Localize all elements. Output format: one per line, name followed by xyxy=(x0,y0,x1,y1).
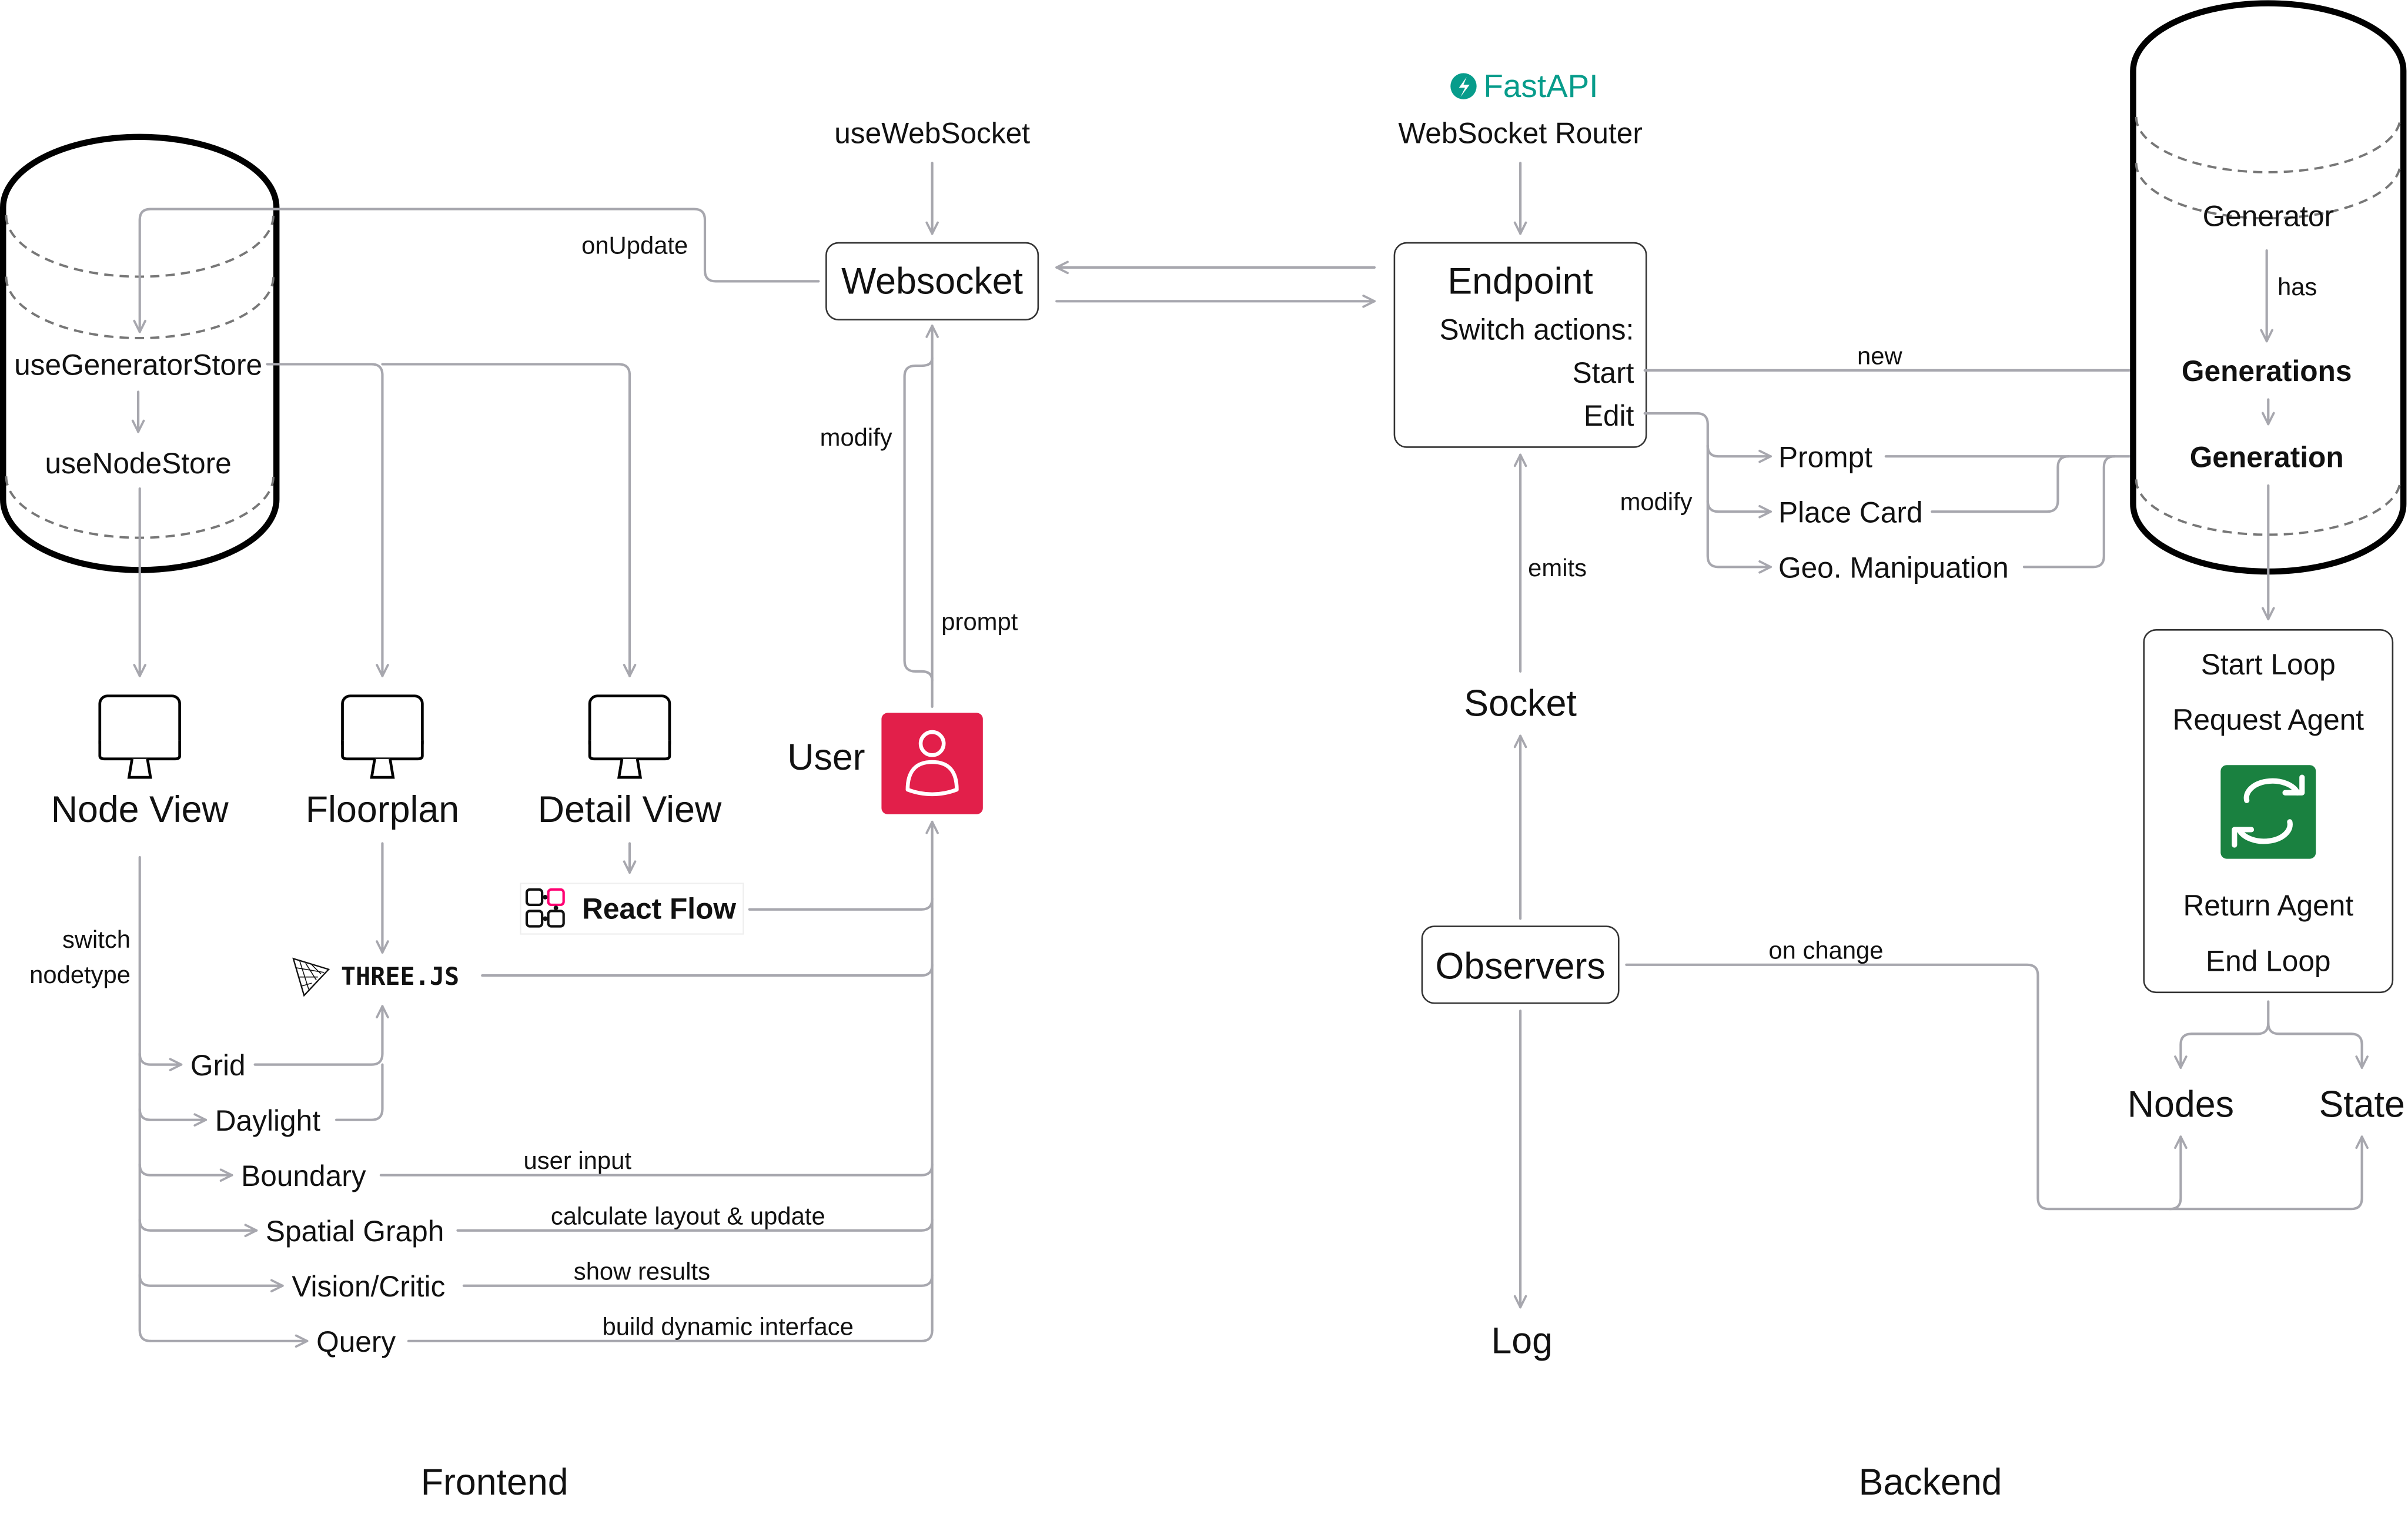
react-flow-label: React Flow xyxy=(582,892,736,925)
grid-to-threejs-edge xyxy=(253,1005,389,1066)
edit-action-geo-manipulation[interactable]: Geo. Manipuation xyxy=(1778,552,2009,584)
emits-label: emits xyxy=(1528,554,1587,581)
view-floorplan[interactable]: Floorplan xyxy=(306,694,459,830)
action-start[interactable]: Start xyxy=(1573,356,1634,389)
agent-loop-node[interactable]: Start Loop Request Agent Return Agent En… xyxy=(2143,629,2394,994)
edit-to-prompt-edge xyxy=(1706,444,1772,463)
to-boundary-edge xyxy=(138,1163,233,1182)
return-agent-label: Return Agent xyxy=(2183,889,2353,922)
nodes-label[interactable]: Nodes xyxy=(2128,1084,2234,1125)
node-type-query[interactable]: Query xyxy=(316,1325,396,1358)
prompt-label: prompt xyxy=(941,607,1018,635)
fastapi-logo: FastAPI xyxy=(1450,68,1598,104)
node-type-boundary[interactable]: Boundary xyxy=(241,1159,366,1192)
websocket-node[interactable]: Websocket xyxy=(825,242,1039,320)
user-icon[interactable] xyxy=(881,713,983,814)
on-change-label: on change xyxy=(1768,936,1883,964)
socket-label[interactable]: Socket xyxy=(1464,683,1577,724)
loop-to-nodes-edge xyxy=(2174,1000,2270,1069)
place-card-to-generation-edge xyxy=(1931,455,2070,513)
spatial-graph-edge-label: calculate layout & update xyxy=(551,1202,825,1229)
floorplan-label: Floorplan xyxy=(306,789,459,830)
geo-to-generation-edge xyxy=(2022,455,2116,569)
endpoint-subtitle: Switch actions: xyxy=(1439,313,1634,346)
backend-store-cylinder xyxy=(2130,0,2407,575)
request-agent-label: Request Agent xyxy=(2172,703,2364,736)
edit-action-place-card[interactable]: Place Card xyxy=(1778,496,1922,529)
generation-label[interactable]: Generation xyxy=(2190,440,2344,473)
query-edge-label: build dynamic interface xyxy=(603,1312,854,1340)
has-label: has xyxy=(2277,273,2317,300)
edit-action-prompt[interactable]: Prompt xyxy=(1778,440,1872,473)
generator-label[interactable]: Generator xyxy=(2203,199,2334,232)
node-type-spatial-graph[interactable]: Spatial Graph xyxy=(266,1215,444,1248)
modify-bracket xyxy=(903,356,934,682)
loop-to-state-edge xyxy=(2267,1021,2369,1069)
observers-node[interactable]: Observers xyxy=(1421,925,1620,1004)
vision-critic-edge-label: show results xyxy=(574,1257,710,1285)
vision-critic-to-user-edge xyxy=(462,1274,934,1287)
use-generator-store-label[interactable]: useGeneratorStore xyxy=(14,349,262,382)
websocket-label: Websocket xyxy=(841,260,1023,302)
edit-to-geo-edge xyxy=(1643,412,1772,574)
on-change-to-state-edge xyxy=(1625,963,2369,1211)
node-type-daylight[interactable]: Daylight xyxy=(215,1104,320,1137)
to-spatial-graph-edge xyxy=(138,1218,258,1238)
switch-nodetype-trunk xyxy=(138,855,152,1342)
boundary-edge-label: user input xyxy=(523,1147,631,1174)
node-view-label: Node View xyxy=(51,789,229,830)
user-label: User xyxy=(787,737,865,778)
monitor-icon xyxy=(98,694,181,779)
new-label: new xyxy=(1857,342,1902,369)
action-edit[interactable]: Edit xyxy=(1584,399,1634,432)
edit-to-place-card-edge xyxy=(1706,499,1772,519)
detail-view-label: Detail View xyxy=(538,789,722,830)
refresh-loop-icon xyxy=(2220,765,2316,859)
switch-label: switch xyxy=(62,925,131,953)
query-to-user-edge xyxy=(407,1329,934,1342)
store-to-floorplan-edge xyxy=(266,363,389,677)
react-flow-logo[interactable]: React Flow xyxy=(520,883,744,935)
modify-label: modify xyxy=(820,423,892,451)
endpoint-title: Endpoint xyxy=(1447,260,1593,302)
reactflow-to-user-edge xyxy=(748,897,934,911)
use-websocket-label: useWebSocket xyxy=(834,116,1030,149)
to-grid-edge xyxy=(138,1052,183,1071)
monitor-icon xyxy=(341,694,424,779)
generations-label[interactable]: Generations xyxy=(2182,355,2352,387)
fastapi-label: FastAPI xyxy=(1483,68,1598,104)
use-node-store-label[interactable]: useNodeStore xyxy=(45,447,231,480)
nodetype-label: nodetype xyxy=(29,961,131,988)
start-loop-label: Start Loop xyxy=(2201,648,2336,681)
on-change-to-nodes-edge xyxy=(2169,1135,2188,1211)
websocket-router-label: WebSocket Router xyxy=(1398,116,1643,149)
backend-section-label: Backend xyxy=(1859,1462,2002,1503)
threejs-icon xyxy=(292,957,330,997)
state-label[interactable]: State xyxy=(2319,1084,2404,1125)
view-node-view[interactable]: Node View xyxy=(51,694,229,830)
threejs-logo[interactable]: THREE.JS xyxy=(292,957,459,997)
threejs-to-user-edge xyxy=(481,963,934,977)
endpoint-node[interactable]: Endpoint Switch actions: Start Edit xyxy=(1393,242,1647,448)
observers-label: Observers xyxy=(1436,945,1606,987)
react-flow-icon xyxy=(525,888,565,928)
end-loop-label: End Loop xyxy=(2206,944,2330,977)
node-type-grid[interactable]: Grid xyxy=(190,1049,246,1082)
daylight-to-threejs-edge xyxy=(335,1063,384,1121)
to-vision-critic-edge xyxy=(138,1274,284,1293)
fastapi-icon xyxy=(1450,73,1477,99)
view-detail-view[interactable]: Detail View xyxy=(538,694,722,830)
monitor-icon xyxy=(588,694,671,779)
store-to-detailview-edge xyxy=(381,363,637,677)
threejs-label: THREE.JS xyxy=(341,962,459,991)
on-update-edge xyxy=(133,208,820,333)
boundary-to-user-edge xyxy=(379,1163,934,1177)
node-type-vision-critic[interactable]: Vision/Critic xyxy=(292,1270,445,1303)
log-label[interactable]: Log xyxy=(1491,1321,1553,1362)
modify-backend-label: modify xyxy=(1620,488,1693,516)
to-daylight-edge xyxy=(138,1108,208,1127)
on-update-label: onUpdate xyxy=(581,231,688,259)
spatial-graph-to-user-edge xyxy=(456,1218,934,1232)
frontend-section-label: Frontend xyxy=(421,1462,568,1503)
